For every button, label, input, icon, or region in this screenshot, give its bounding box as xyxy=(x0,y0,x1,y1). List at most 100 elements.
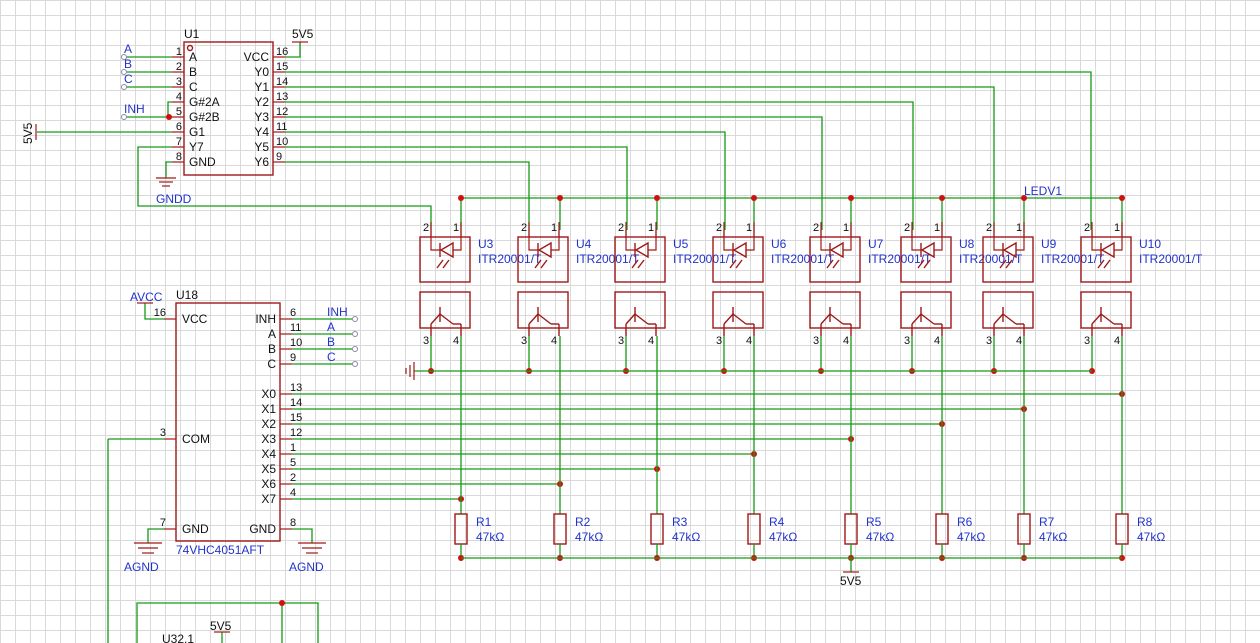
sensor-ground-rail xyxy=(405,362,1092,380)
u1-left-pin-number: 2 xyxy=(176,61,182,73)
pullup-net-label: 5V5 xyxy=(840,574,862,588)
u18-x-pin-name: X4 xyxy=(261,447,276,461)
sensor-pin-4: 4 xyxy=(843,335,849,347)
resistor-body xyxy=(844,513,858,545)
sensor-ref: U3 xyxy=(478,237,494,251)
sensor-pin-1: 1 xyxy=(648,222,654,234)
sensor-transistor-body xyxy=(809,291,861,329)
sensor-transistor-body xyxy=(1080,291,1132,329)
sensor-pin-3: 3 xyxy=(521,335,527,347)
led-diode-icon xyxy=(439,241,454,259)
u18-ctrl-pin-number: 9 xyxy=(290,352,296,364)
y-output-wire xyxy=(285,161,530,230)
u18-ctrl-pin-name: B xyxy=(268,342,276,356)
sensor-pin-4: 4 xyxy=(1114,335,1120,347)
resistor-ref: R4 xyxy=(769,515,785,529)
u18-ctrl-pin-name: A xyxy=(268,327,276,341)
sensor-pin-3: 3 xyxy=(904,335,910,347)
sensor-pin-4: 4 xyxy=(648,335,654,347)
sensor-ref: U6 xyxy=(771,237,787,251)
sensor-pin-2: 2 xyxy=(904,222,910,234)
lower-partial-block xyxy=(136,600,319,643)
sensor-transistor-body xyxy=(517,291,569,329)
sensor-pin-1: 1 xyxy=(843,222,849,234)
sensor-ref: U8 xyxy=(959,237,975,251)
u18-x-channel-wires xyxy=(292,391,1125,502)
u18-ctrl-pin-name: C xyxy=(267,357,276,371)
u18-left-pin-number: 3 xyxy=(160,427,166,439)
u18-ctrl-net: INH xyxy=(327,305,348,319)
u18-x-pin-name: X1 xyxy=(261,402,276,416)
u1-g1-net: 5V5 xyxy=(21,122,35,144)
u1-right-pin-number: 10 xyxy=(276,136,288,148)
u18-x-pin-name: X5 xyxy=(261,462,276,476)
u1-right-pin-number: 11 xyxy=(276,121,287,133)
resistor-body xyxy=(935,513,949,545)
pullup-resistors: R147kΩR247kΩR347kΩR447kΩR547kΩR647kΩR747… xyxy=(454,336,1165,561)
u1-left-pin-name: G#2B xyxy=(189,110,220,124)
y-output-wire xyxy=(285,101,914,230)
sensor-pin-3: 3 xyxy=(813,335,819,347)
sensor-pin-3: 3 xyxy=(1084,335,1090,347)
u1-left-pin-name: GND xyxy=(189,155,216,169)
resistor-ref: R3 xyxy=(672,515,688,529)
sensor-transistor-body xyxy=(614,291,666,329)
u18-gnd-net-left: AGND xyxy=(124,560,159,574)
sensor-pin-2: 2 xyxy=(813,222,819,234)
sensor-pin-2: 2 xyxy=(986,222,992,234)
u18-left-pin-number: 7 xyxy=(160,517,166,529)
resistor-value: 47kΩ xyxy=(866,530,894,544)
u18-x-pin-name: X6 xyxy=(261,477,276,491)
resistor-ref: R8 xyxy=(1137,515,1153,529)
u1-right-pin-number: 12 xyxy=(276,106,288,118)
sensor-led-body xyxy=(982,236,1034,283)
y-output-wire xyxy=(285,131,726,230)
u1-left-pin-number: 6 xyxy=(176,121,182,133)
u18-ctrl-net: C xyxy=(327,350,336,364)
u18-x-pin-number: 12 xyxy=(290,427,302,439)
u1-left-pin-number: 4 xyxy=(176,91,182,103)
resistor-body xyxy=(1017,513,1031,545)
u18-ctrl-pin-number: 6 xyxy=(290,307,296,319)
sensor-part: ITR20001/T xyxy=(959,252,1023,266)
u18-ctrl-pin-name: INH xyxy=(255,312,276,326)
resistor-body xyxy=(1115,513,1129,545)
u1-right-pin-name: VCC xyxy=(244,50,270,64)
lower-part-ref: U32.1 xyxy=(162,632,194,643)
sensor-pin-3: 3 xyxy=(716,335,722,347)
sensor-led-body xyxy=(419,236,471,283)
u18-left-pin-name: COM xyxy=(182,432,210,446)
u18-ctrl-pin-number: 10 xyxy=(290,337,302,349)
sensor-led-body xyxy=(712,236,764,283)
sensor-pin-1: 1 xyxy=(1114,222,1120,234)
u1-left-pin-name: C xyxy=(189,80,198,94)
sensor-pin-1: 1 xyxy=(1016,222,1022,234)
resistor-value: 47kΩ xyxy=(476,530,504,544)
sensor-transistor-body xyxy=(712,291,764,329)
resistor-ref: R5 xyxy=(866,515,882,529)
resistor-body xyxy=(553,513,567,545)
sensor-pin-4: 4 xyxy=(934,335,940,347)
sensor-part: ITR20001/T xyxy=(673,252,737,266)
u1-gnd-net: GNDD xyxy=(156,192,192,206)
